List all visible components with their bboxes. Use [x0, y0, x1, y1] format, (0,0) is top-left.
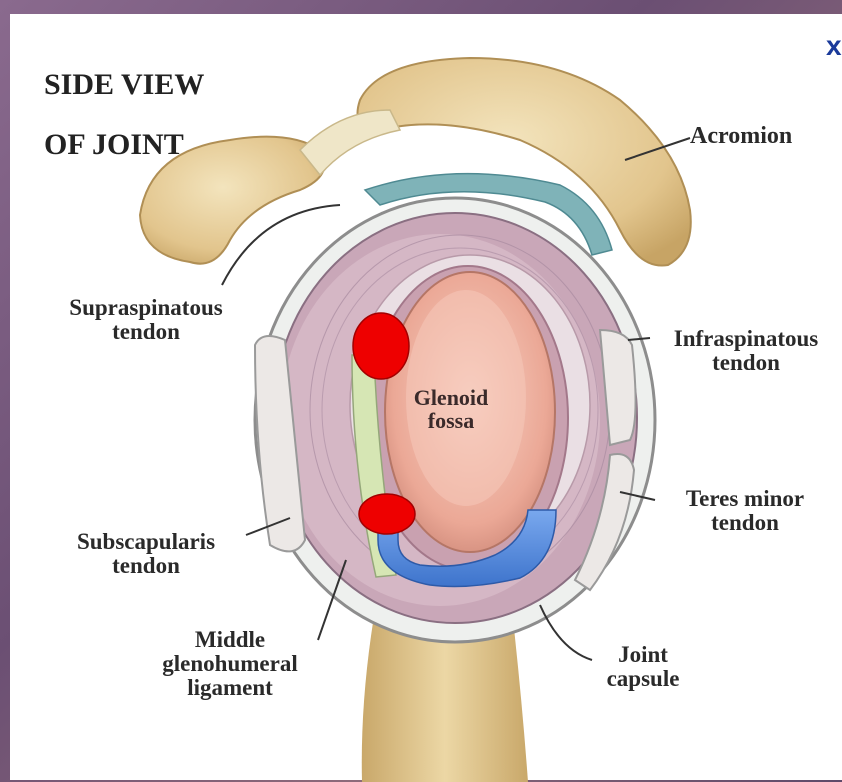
label-infraspinatous: Infraspinatous tendon	[650, 327, 842, 375]
red-marker-upper	[353, 313, 409, 379]
corner-mark: x	[826, 30, 842, 62]
label-acromion: Acromion	[690, 124, 792, 149]
diagram-title: SIDE VIEW OF JOINT	[44, 40, 204, 190]
label-supraspinatous: Supraspinatous tendon	[36, 296, 256, 344]
red-marker-lower	[359, 494, 415, 534]
coracoacromial-ligament	[300, 110, 400, 175]
label-teres-minor: Teres minor tendon	[655, 487, 835, 535]
label-subscapularis: Subscapularis tendon	[46, 530, 246, 578]
label-glenoid-fossa: Glenoid fossa	[396, 386, 506, 432]
title-line-1: SIDE VIEW	[44, 70, 204, 100]
label-joint-capsule: Joint capsule	[588, 643, 698, 691]
label-middle-glenohumeral-ligament: Middle glenohumeral ligament	[130, 628, 330, 700]
title-line-2: OF JOINT	[44, 130, 204, 160]
